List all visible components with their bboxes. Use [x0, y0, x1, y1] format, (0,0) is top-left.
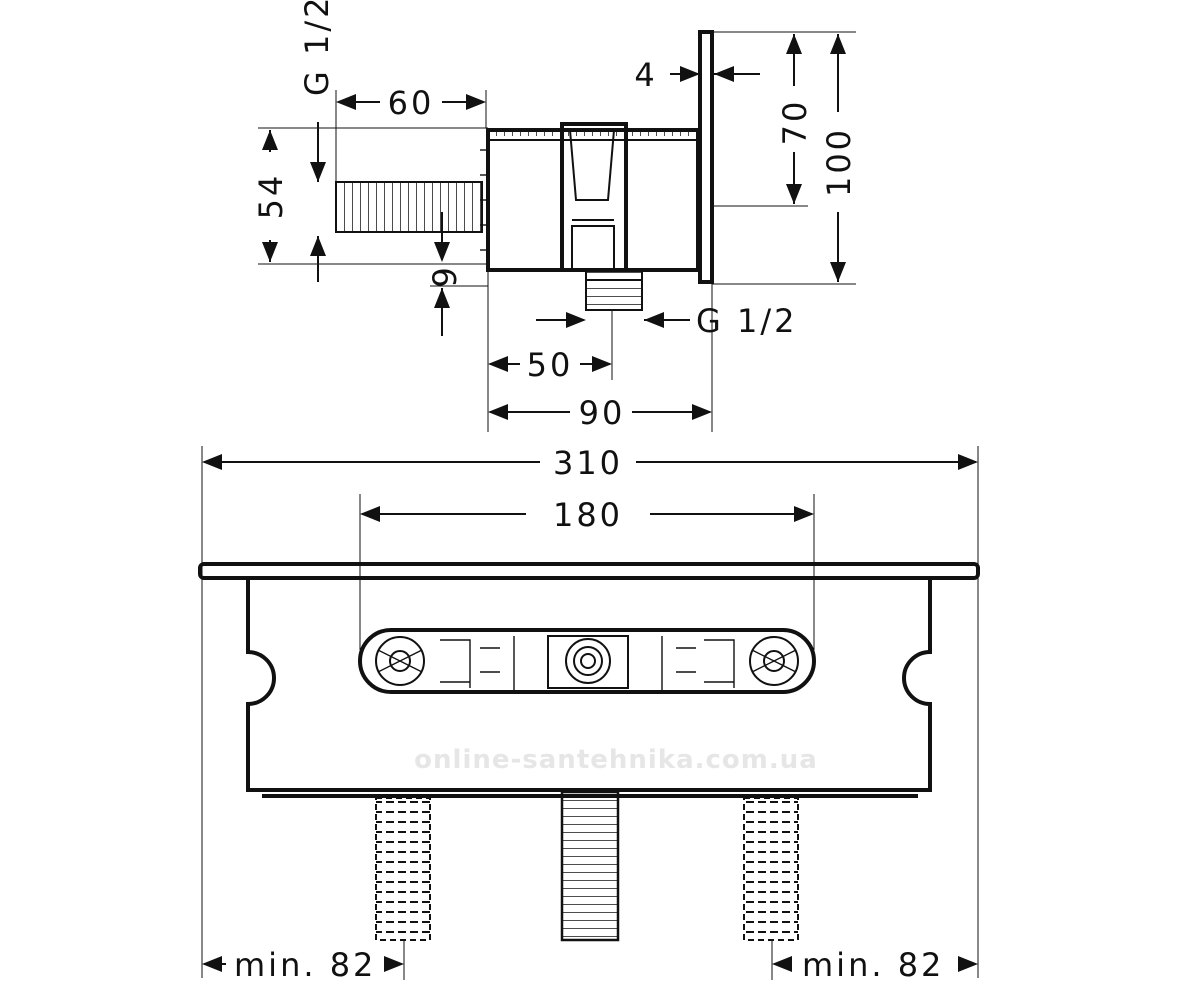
dim-60-label: 60	[388, 84, 435, 122]
front-view: 310 180	[198, 444, 980, 984]
front-body	[246, 580, 932, 792]
dim-54-label: 54	[252, 173, 290, 220]
left-valve-icon	[375, 636, 425, 686]
front-plate	[198, 562, 980, 580]
side-view: 60 G 1/2 54 9 4	[252, 0, 858, 432]
dim-4-label: 4	[634, 56, 657, 94]
dim-70-label: 70	[776, 99, 814, 146]
right-pipe	[743, 797, 799, 941]
dim-310-label: 310	[553, 444, 623, 482]
cover-plate	[698, 30, 714, 284]
dim-inlet-thread-label: G 1/2	[298, 0, 336, 96]
valve-slot	[358, 628, 816, 694]
dim-100-label: 100	[820, 127, 858, 197]
dim-min-right-label: min. 82	[802, 946, 944, 984]
inlet-pipe	[335, 181, 483, 233]
center-pipe	[560, 790, 620, 942]
dim-180-label: 180	[553, 496, 623, 534]
dim-outlet-thread-label: G 1/2	[696, 302, 797, 340]
outlet-nipple	[585, 269, 643, 311]
right-valve-icon	[749, 636, 799, 686]
watermark: online-santehnika.com.ua	[414, 745, 818, 775]
center-valve-icon	[565, 638, 611, 684]
dim-50-label: 50	[527, 346, 574, 384]
dim-9-label: 9	[426, 264, 464, 287]
left-pipe	[375, 797, 431, 941]
dim-90-label: 90	[579, 394, 626, 432]
dim-min-left-label: min. 82	[234, 946, 376, 984]
